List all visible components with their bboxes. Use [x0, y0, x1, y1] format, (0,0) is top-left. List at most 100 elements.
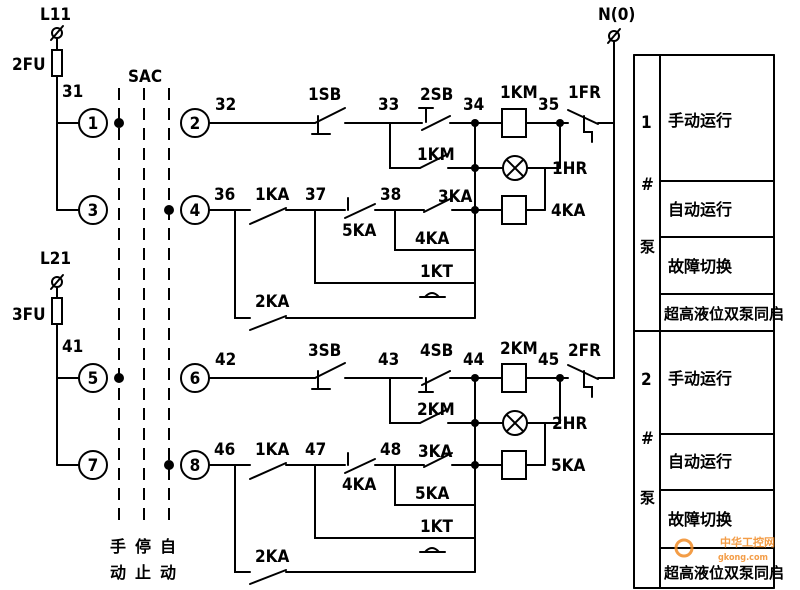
wire-38-label: 38	[380, 185, 401, 205]
legend-pump2-row-failover: 故障切换	[668, 510, 733, 529]
contactor-coil-1km	[501, 108, 527, 138]
device-1ka-label-2: 1KA	[255, 440, 289, 460]
holding-contact-1km	[419, 153, 476, 169]
legend-table	[633, 54, 775, 589]
sac-manual-label-1: 手	[110, 537, 126, 556]
holding-1km-label: 1KM	[417, 145, 455, 165]
wire-34-label: 34	[463, 95, 484, 115]
relay-contact-1ka-pump2	[249, 462, 341, 480]
legend-pump2-hash: #	[641, 429, 654, 449]
terminal-8: 8	[180, 450, 210, 480]
fuse-3fu-label: 3FU	[12, 305, 46, 325]
relay-coil-4ka	[501, 195, 527, 225]
stop-button-4sb	[417, 370, 476, 393]
timer-contact-1kt-pump1	[419, 282, 476, 298]
wire-44-label: 44	[463, 350, 484, 370]
wire-43-label: 43	[378, 350, 399, 370]
terminal-5: 5	[78, 363, 108, 393]
relay-contact-5ka-nc	[339, 197, 421, 219]
legend-pump1-row-auto: 自动运行	[668, 200, 732, 219]
device-1km-label: 1KM	[500, 83, 538, 103]
sac-contact-1-2	[114, 118, 124, 128]
legend-pump1-hash: #	[641, 175, 654, 195]
legend-pump2-row-auto: 自动运行	[668, 452, 732, 471]
device-2ka-label-1: 2KA	[255, 292, 289, 312]
device-2hr-label: 2HR	[552, 414, 587, 434]
contactor-coil-2km	[501, 363, 527, 393]
start-button-3sb	[309, 362, 356, 390]
svg-text:6: 6	[190, 369, 201, 389]
wire-33-label: 33	[378, 95, 399, 115]
contact-4ka-label: 4KA	[415, 229, 449, 249]
legend-pump1-row-failover: 故障切换	[668, 257, 733, 276]
sac-auto-label-1: 自	[160, 537, 176, 556]
holding-contact-2km	[419, 408, 476, 424]
device-1hr-label: 1HR	[552, 159, 587, 179]
svg-text:2: 2	[190, 114, 201, 134]
thermal-relay-1fr	[559, 109, 615, 143]
wire-31-label: 31	[62, 82, 83, 102]
svg-text:中华工控网: 中华工控网	[720, 535, 775, 549]
relay-contact-2ka-pump2	[249, 569, 476, 585]
svg-text:8: 8	[190, 456, 201, 476]
wire-46-label: 46	[214, 440, 235, 460]
device-1kt-label-2: 1KT	[420, 517, 453, 537]
svg-text:5: 5	[88, 369, 99, 389]
svg-text:1: 1	[88, 114, 99, 134]
wire-36-label: 36	[214, 185, 235, 205]
device-4ka-label: 4KA	[551, 201, 585, 221]
switch-sac-label: SAC	[128, 67, 162, 87]
wire-41-label: 41	[62, 337, 83, 357]
wire-48-label: 48	[380, 440, 401, 460]
fuse-2fu-label: 2FU	[12, 55, 46, 75]
device-3sb-label: 3SB	[308, 341, 341, 361]
device-5ka-label: 5KA	[342, 221, 376, 241]
contact-5ka-label: 5KA	[415, 484, 449, 504]
fuse-3fu	[51, 297, 63, 325]
svg-text:gkong.com: gkong.com	[718, 553, 768, 563]
device-3ka-label-1: 3KA	[438, 187, 472, 207]
terminal-3: 3	[78, 195, 108, 225]
terminal-7: 7	[78, 450, 108, 480]
wire-32-label: 32	[215, 95, 236, 115]
terminal-6: 6	[180, 363, 210, 393]
svg-text:3: 3	[88, 201, 99, 221]
device-1kt-label-1: 1KT	[420, 262, 453, 282]
terminal-4: 4	[180, 195, 210, 225]
supply-l11-label: L11	[40, 5, 71, 25]
device-1ka-label-1: 1KA	[255, 185, 289, 205]
sac-stop-label-2: 止	[135, 563, 151, 582]
legend-pump1-number: 1	[641, 113, 652, 133]
relay-coil-5ka	[501, 450, 527, 480]
device-1sb-label: 1SB	[308, 85, 341, 105]
device-2km-label: 2KM	[500, 339, 538, 359]
wire-47-label: 47	[305, 440, 326, 460]
terminal-1: 1	[78, 108, 108, 138]
svg-text:4: 4	[190, 201, 201, 221]
relay-contact-2ka-pump1	[249, 315, 476, 331]
relay-contact-4ka-nc	[339, 452, 421, 474]
indicator-lamp-2hr	[502, 410, 528, 436]
legend-pump2-row-highlevel: 超高液位双泵同启	[663, 564, 784, 582]
wire-42-label: 42	[215, 350, 236, 370]
sac-contact-7-8	[164, 460, 174, 470]
relay-contact-1ka-pump1	[249, 207, 341, 225]
holding-2km-label: 2KM	[417, 400, 455, 420]
neutral-label: N(0)	[598, 5, 635, 25]
watermark-logo: 中华工控网 gkong.com	[674, 535, 775, 563]
legend-pump1-row-manual: 手动运行	[668, 111, 732, 130]
legend-pump2-row-manual: 手动运行	[668, 369, 732, 388]
thermal-relay-2fr	[559, 364, 615, 398]
sac-auto-label-2: 动	[160, 563, 176, 582]
sac-contact-5-6	[114, 373, 124, 383]
wire-37-label: 37	[305, 185, 326, 205]
wire-35-label: 35	[538, 95, 559, 115]
supply-l21-label: L21	[40, 249, 71, 269]
device-4sb-label: 4SB	[420, 341, 453, 361]
device-2ka-label-2: 2KA	[255, 547, 289, 567]
sac-contact-3-4	[164, 205, 174, 215]
device-4ka-label-2: 4KA	[342, 475, 376, 495]
legend-pump1-row-highlevel: 超高液位双泵同启	[663, 305, 784, 323]
device-3ka-label-2: 3KA	[418, 442, 452, 462]
